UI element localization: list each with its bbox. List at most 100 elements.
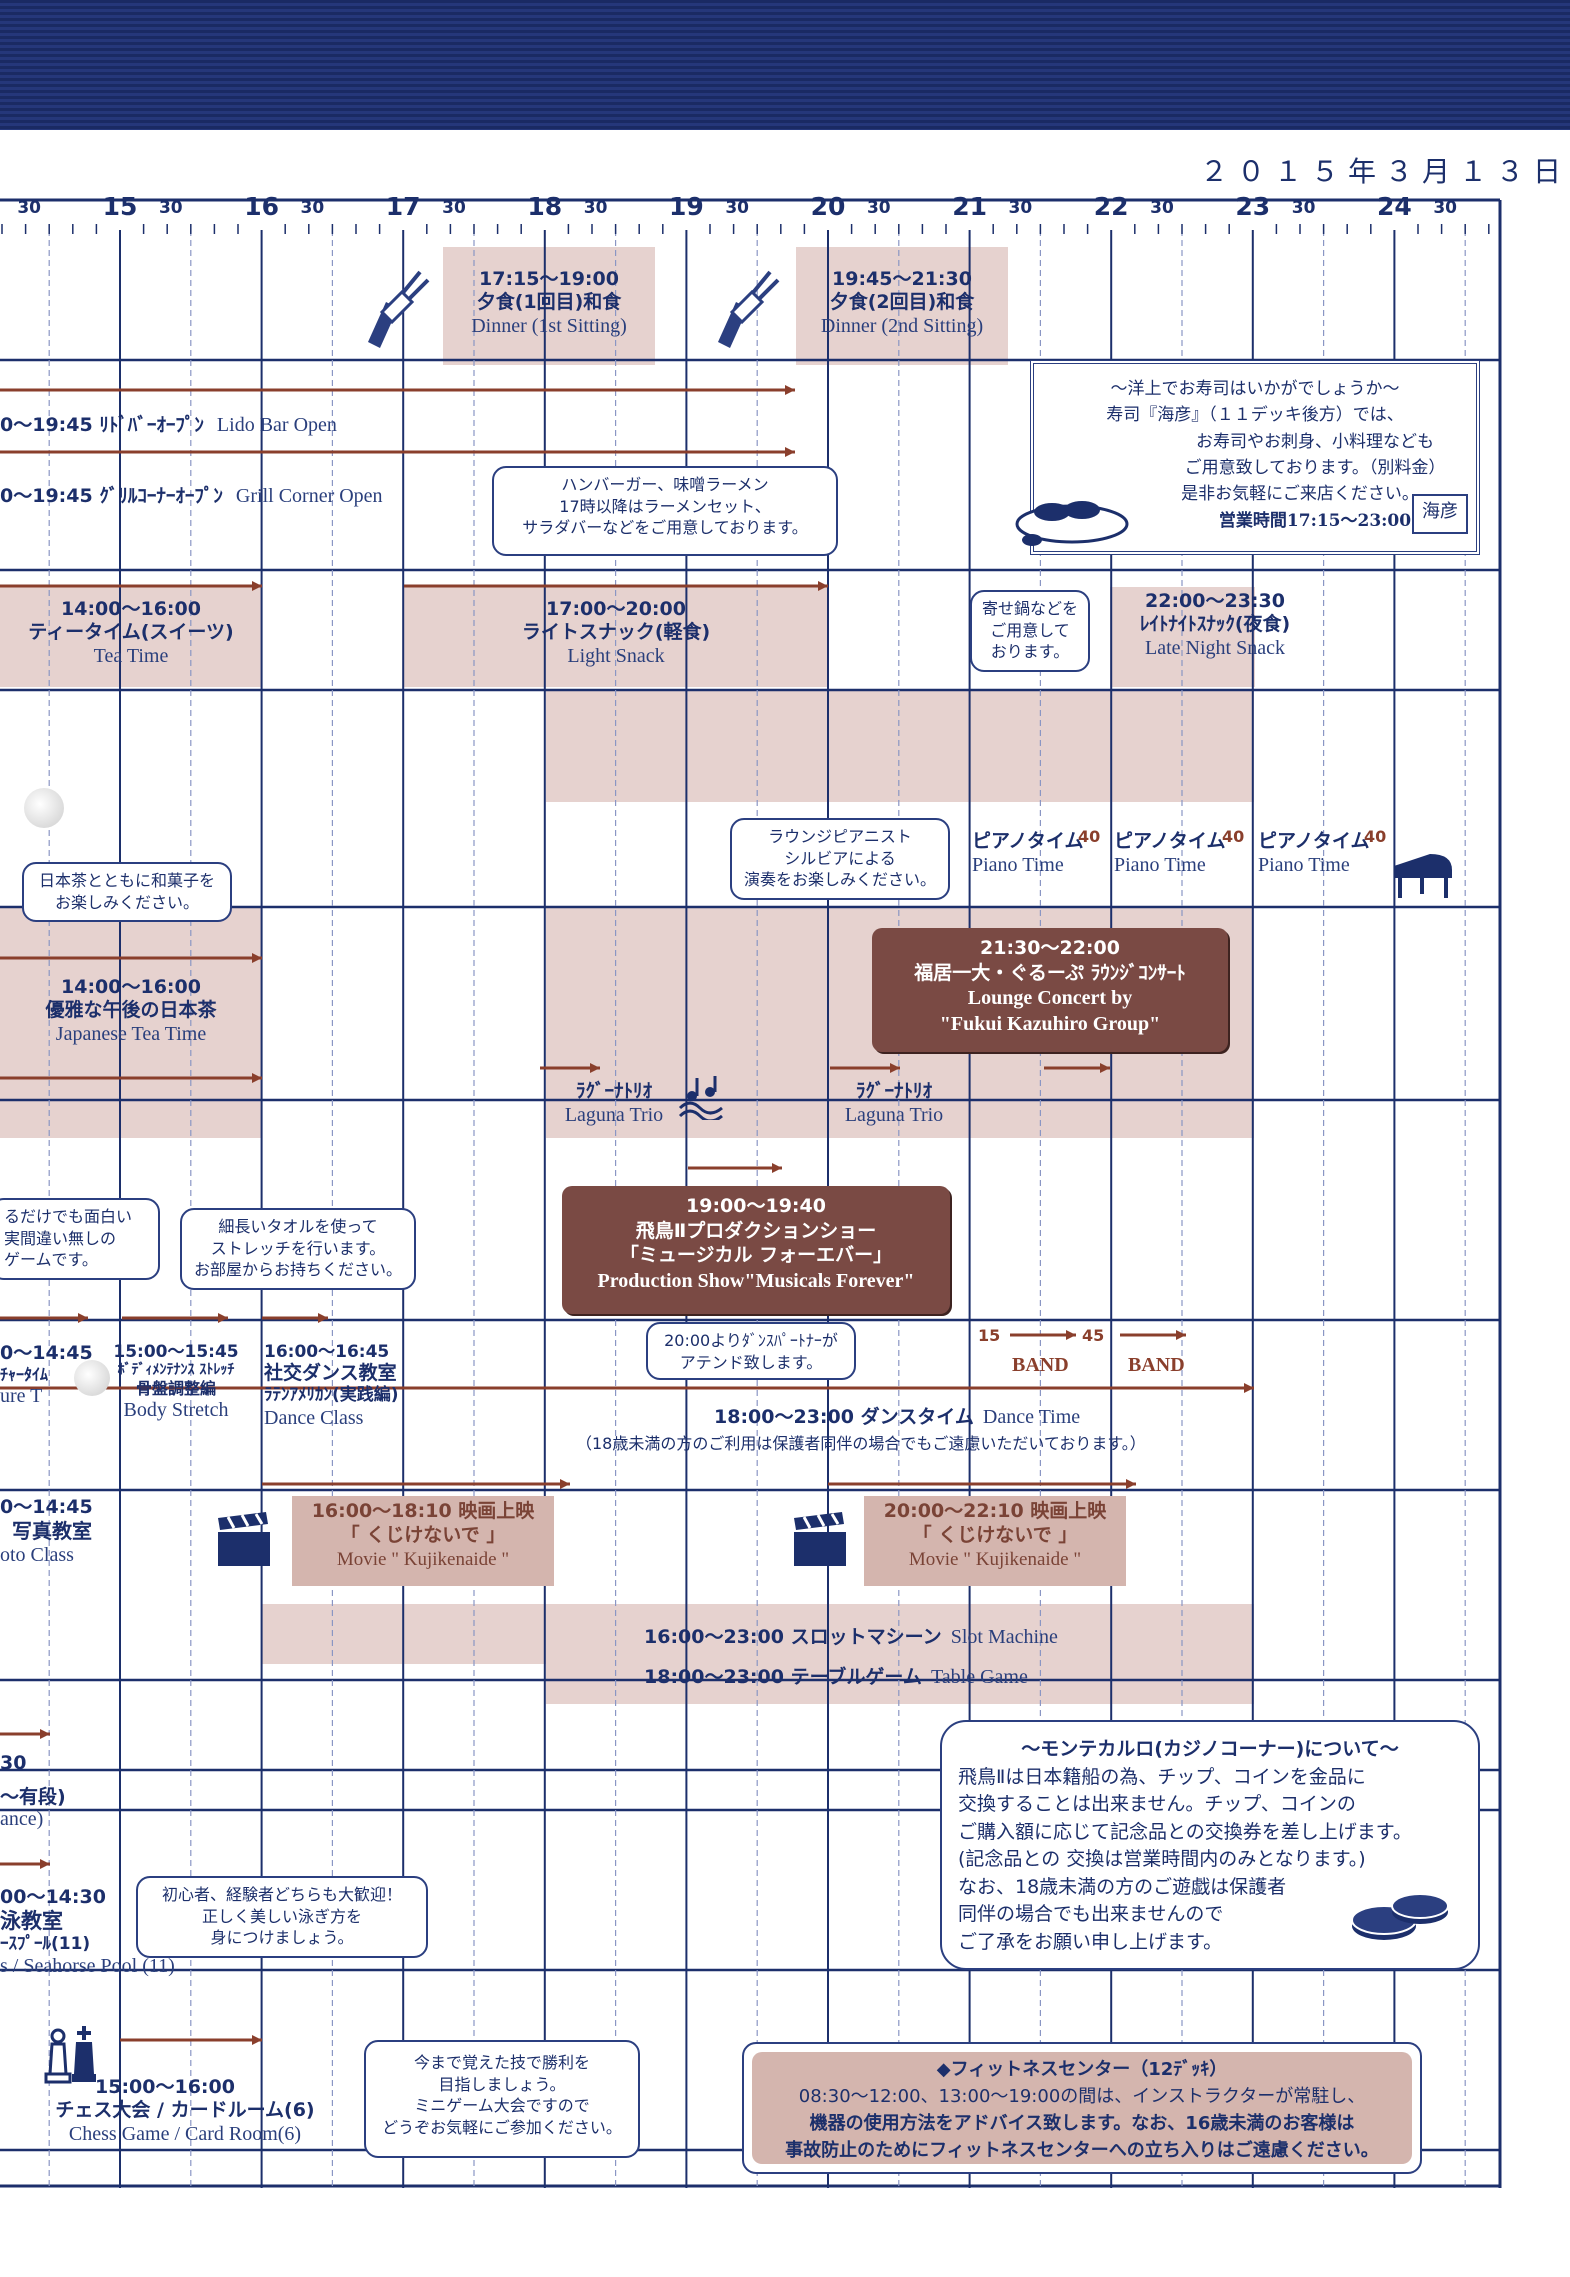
- table-game-jp: 18:00〜23:00 テーブルゲーム: [644, 1666, 922, 1688]
- pianist-bubble-line: ラウンジピアニスト: [768, 827, 912, 846]
- chess-game-time: 15:00〜16:00: [95, 2076, 235, 2098]
- clapperboard-icon: [794, 1512, 846, 1566]
- casino-line: なお、18歳未満の方のご遊戯は保護者: [958, 1875, 1287, 1898]
- piano-time-jp: ピアノタイム: [1114, 830, 1226, 852]
- movie-1-time: 16:00〜18:10 映画上映: [311, 1500, 535, 1522]
- grand-piano-icon: [1394, 854, 1452, 898]
- swim-bubble-line: 正しく美しい泳ぎ方を: [201, 1906, 362, 1926]
- japanese-tea-time-jp: 優雅な午後の日本茶: [45, 998, 217, 1021]
- band-label: BAND: [1128, 1354, 1185, 1376]
- swim-bubble-line: 初心者、経験者どちらも大歓迎！: [161, 1885, 402, 1904]
- dinner-1st-en: Dinner (1st Sitting): [471, 314, 627, 337]
- piano-time-jp: ピアノタイム: [1258, 830, 1370, 852]
- lido-bar-open: 0〜19:45 ﾘﾄﾞﾊﾞｰｵｰﾌﾟﾝ Lido Bar Open: [0, 410, 337, 437]
- hour-label-20: 20: [810, 192, 846, 221]
- culture-bubble-line: るだけでも面白い: [4, 1207, 133, 1226]
- japanese-tea-time: 14:00〜16:00 優雅な午後の日本茶 Japanese Tea Time: [0, 976, 262, 1046]
- binder-hole: [24, 788, 64, 828]
- hour-label-15: 15: [102, 192, 138, 221]
- chess-bubble-line: ミニゲーム大会ですので: [414, 2096, 590, 2116]
- chess-pieces-icon: [44, 2026, 96, 2084]
- nabe-bubble-line: おります。: [990, 642, 1070, 662]
- dinner-2nd-time: 19:45〜21:30: [832, 268, 972, 290]
- movie-2-time: 20:00〜22:10 映画上映: [883, 1500, 1107, 1522]
- arrow-head: [318, 1313, 328, 1323]
- grill-bubble-line: 17時以降はラーメンセット、: [559, 496, 771, 516]
- arrow-head: [890, 1063, 900, 1073]
- pianist-bubble-line: 演奏をお楽しみください。: [743, 870, 936, 890]
- wagashi-bubble-line: 日本茶とともに和菓子を: [38, 871, 215, 890]
- movie-screening-1: 16:00〜18:10 映画上映 「 くじけないで 」 Movie " Kuji…: [292, 1496, 554, 1586]
- laguna-trio: ﾗｸﾞｰﾅﾄﾘｵ Laguna Trio: [820, 1080, 968, 1127]
- social-dance-jp: ﾗﾃﾝｱﾒﾘｶﾝ(実践編): [264, 1385, 399, 1406]
- half-hour-label: 30: [158, 198, 183, 218]
- table-game: 18:00〜23:00 テーブルゲーム Table Game: [644, 1662, 1028, 1689]
- partial-left-time: 30: [0, 1752, 27, 1774]
- lounge-shade-box: [546, 690, 1254, 802]
- light-snack-en: Light Snack: [567, 644, 665, 667]
- culture-bubble: るだけでも面白い 実間違い無しの ゲームです。: [0, 1198, 160, 1280]
- casino-line: (記念品との 交換は営業時間内のみとなります。): [958, 1848, 1366, 1871]
- arrow-head: [218, 1313, 228, 1323]
- towel-bubble: 細長いタオルを使って ストレッチを行います。 お部屋からお持ちください。: [180, 1208, 416, 1290]
- japanese-tea-time-time: 14:00〜16:00: [61, 976, 201, 998]
- laguna-trio-en: Laguna Trio: [564, 1103, 664, 1126]
- schedule-date: ２０１５年３月１３日: [1200, 155, 1570, 188]
- half-hour-label: 30: [1150, 198, 1174, 218]
- body-stretch-jp: ﾎﾞﾃﾞｨﾒﾝﾃﾅﾝｽ ｽﾄﾚｯﾁ: [117, 1362, 235, 1379]
- production-show-jp: 飛鳥Ⅱプロダクションショー: [635, 1219, 877, 1242]
- swim-bubble-line: 身につけましょう。: [210, 1928, 354, 1948]
- hour-label-24: 24: [1376, 192, 1412, 221]
- arrow-head: [818, 581, 828, 591]
- hour-label-17: 17: [385, 192, 421, 221]
- hour-label-19: 19: [668, 192, 704, 221]
- dinner-2nd-en: Dinner (2nd Sitting): [820, 314, 984, 337]
- dance-partner-bubble: 20:00よりﾀﾞﾝｽﾊﾟｰﾄﾅｰが アテンド致します。: [646, 1322, 856, 1380]
- movie-1-jp: 「 くじけないで 」: [340, 1523, 506, 1546]
- chess-bubble-line: 今まで覚えた技で勝利を: [413, 2053, 590, 2072]
- pianist-bubble-line: シルビアによる: [784, 848, 896, 868]
- chopsticks-icon: [368, 270, 430, 348]
- photo-class: 0〜14:45 写真教室 oto Class: [0, 1496, 110, 1567]
- towel-bubble-line: お部屋からお持ちください。: [193, 1260, 402, 1280]
- arrow-head: [772, 1163, 782, 1173]
- header-band: [0, 0, 1570, 130]
- social-dance-jp: 社交ダンス教室: [264, 1362, 397, 1385]
- wagashi-bubble: 日本茶とともに和菓子を お楽しみください。: [22, 862, 232, 922]
- culture-time-jp: ﾁｬｰﾀｲﾑ: [0, 1364, 49, 1384]
- half-hour-label: 30: [442, 198, 466, 218]
- grill-bubble-line: ハンバーガー、味噌ラーメン: [561, 475, 769, 494]
- laguna-trio: ﾗｸﾞｰﾅﾄﾘｵ Laguna Trio: [540, 1080, 688, 1127]
- nabe-bubble-line: 寄せ鍋などを: [981, 599, 1078, 618]
- tea-time-box: [0, 587, 262, 687]
- late-night-snack: 22:00〜23:30 ﾚｲﾄﾅｲﾄｽﾅｯｸ(夜食) Late Night Sn…: [1110, 590, 1320, 660]
- production-show-en: Production Show"Musicals Forever": [597, 1270, 915, 1293]
- movie-2-jp: 「 くじけないで 」: [912, 1523, 1078, 1546]
- arrow-head: [590, 1063, 600, 1073]
- piano-time-jp: ピアノタイム: [972, 830, 1084, 852]
- music-notes-icon: [678, 1076, 723, 1120]
- casino-line: ご了承をお願い申し上げます。: [958, 1930, 1223, 1953]
- dinner-1st-box: [443, 247, 655, 365]
- casino-title: 〜モンテカルロ(カジノコーナー)について〜: [1021, 1738, 1399, 1760]
- pianist-bubble: ラウンジピアニスト シルビアによる 演奏をお楽しみください。: [730, 818, 950, 900]
- hour-label-18: 18: [527, 192, 563, 221]
- nabe-bubble-line: ご用意して: [990, 620, 1070, 640]
- piano-time-en: Piano Time: [1258, 853, 1350, 876]
- grill-corner-open: 0〜19:45 ｸﾞﾘﾙｺｰﾅｰｵｰﾌﾟﾝ Grill Corner Open: [0, 481, 383, 508]
- chess-game: 15:00〜16:00 チェス大会 / カードルーム(6) Chess Game…: [40, 2076, 330, 2146]
- tea-time-time: 14:00〜16:00: [61, 598, 201, 620]
- hour-label-16: 16: [244, 192, 279, 221]
- dinner-1st-jp: 夕食(1回目)和食: [476, 290, 622, 313]
- casino-line: 同伴の場合でも出来ませんので: [958, 1903, 1224, 1926]
- casino-line: ご購入額に応じて記念品との交換券を差し上げます。: [958, 1820, 1412, 1843]
- dance-time-jp: 18:00〜23:00 ダンスタイム: [714, 1406, 974, 1428]
- lounge-concert-en: Lounge Concert by: [967, 987, 1133, 1010]
- late-snack-jp: ﾚｲﾄﾅｲﾄｽﾅｯｸ(夜食): [1139, 612, 1291, 635]
- dinner-2nd-box: [796, 247, 1008, 365]
- laguna-trio-jp: ﾗｸﾞｰﾅﾄﾘｵ: [855, 1080, 932, 1102]
- piano-time: ピアノタイム Piano Time: [1258, 830, 1398, 877]
- slot-machine-jp: 16:00〜23:00 スロットマシーン: [644, 1626, 942, 1648]
- arrow-head: [560, 1479, 570, 1489]
- social-dance-en: Dance Class: [264, 1406, 364, 1429]
